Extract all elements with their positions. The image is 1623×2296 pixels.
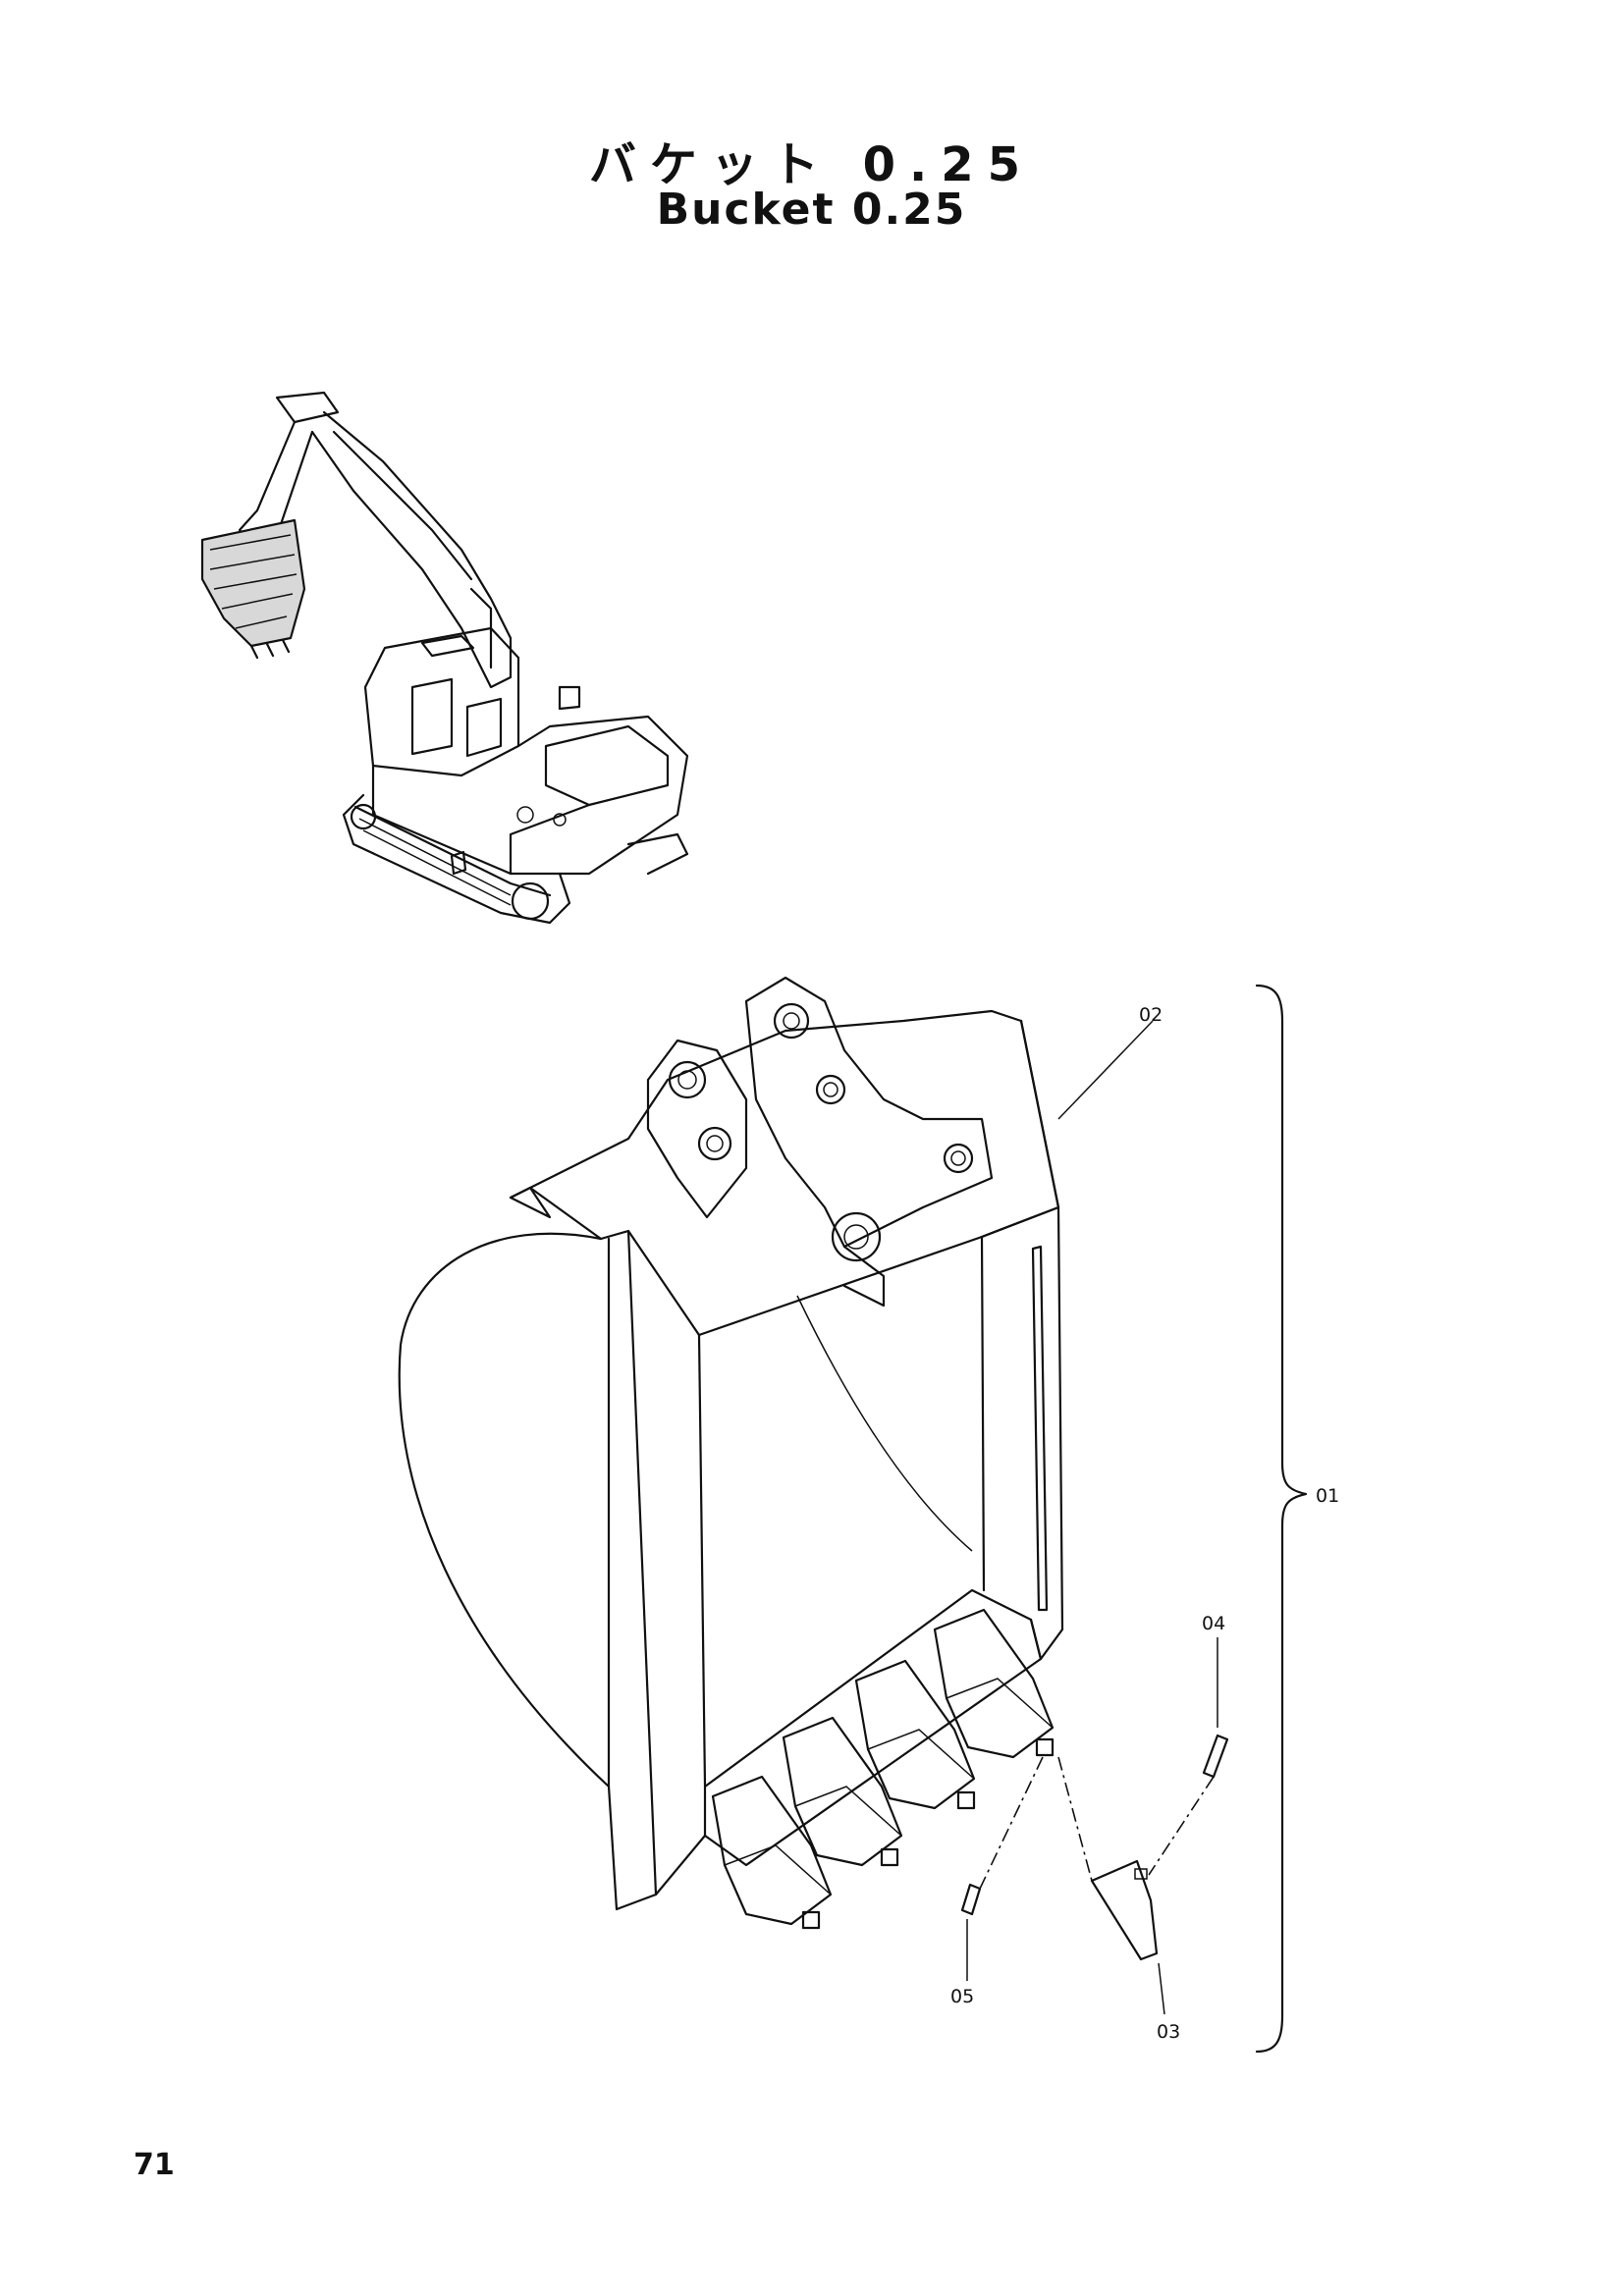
callout-02: 02 <box>1139 1004 1163 1026</box>
lock-05 <box>960 1883 982 1916</box>
page-title-english: Bucket 0.25 <box>656 185 967 235</box>
callout-01: 01 <box>1316 1485 1339 1507</box>
tooth-shank-4 <box>933 1608 1055 1759</box>
tooth-shank-1 <box>711 1775 833 1930</box>
callout-03: 03 <box>1157 2021 1180 2043</box>
excavator-illustration <box>200 391 689 925</box>
bucket-exploded-view <box>398 976 1229 1961</box>
callout-05: 05 <box>950 1986 974 2007</box>
tooth-point <box>1090 1859 1159 1961</box>
assembly-brace <box>1255 984 1308 2054</box>
page-title-japanese: バケット 0.25 <box>588 137 1035 192</box>
page-number: 71 <box>134 2148 175 2182</box>
tooth-shank-3 <box>854 1659 976 1810</box>
pin-04 <box>1202 1734 1229 1779</box>
tooth-shank-2 <box>782 1716 903 1867</box>
callout-04: 04 <box>1202 1613 1225 1634</box>
